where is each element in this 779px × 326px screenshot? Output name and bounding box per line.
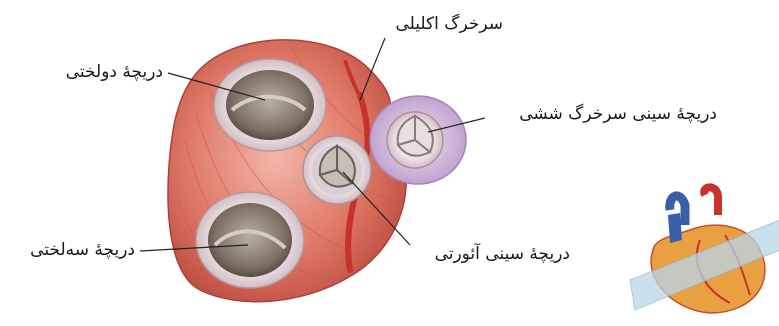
label-coronary-artery: سرخرگ اکلیلی xyxy=(395,16,503,33)
label-pulmonary-valve: دریچهٔ سینی سرخرگ ششی xyxy=(519,106,717,123)
aortic-valve-structure xyxy=(303,136,371,204)
pulmonary-valve-structure xyxy=(370,96,466,184)
tricuspid-valve-structure xyxy=(196,192,304,288)
label-tricuspid-valve: دریچهٔ سه‌لختی xyxy=(30,242,135,259)
label-aortic-valve: دریچهٔ سینی آئورتی xyxy=(435,246,570,263)
mitral-valve-structure xyxy=(214,59,326,151)
label-mitral-valve: دریچهٔ دولختی xyxy=(66,64,163,81)
whole-heart-inset-icon xyxy=(630,187,779,313)
